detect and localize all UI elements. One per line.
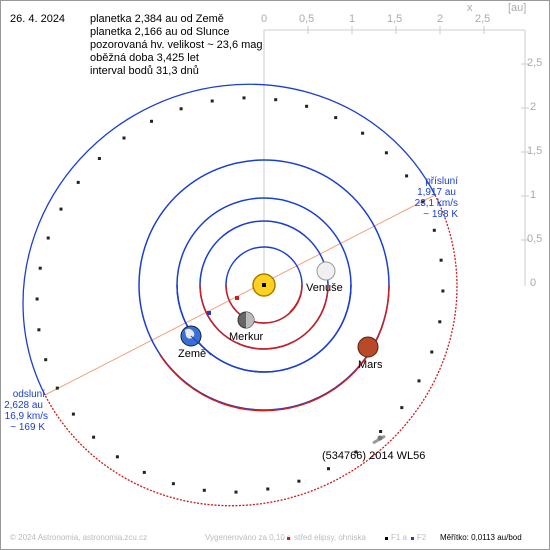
axis-unit: [au] [508,2,527,14]
orbit-point [354,450,358,454]
mercury-orbit-below [225,284,303,324]
aphelion-title: odsluní [12,389,45,400]
y-tick-2-5: 2,5 [527,57,543,69]
orbit-point [55,386,59,390]
info-period: oběžná doba 3,425 let [90,52,199,64]
aphelion-temp: ~ 169 K [10,422,45,433]
perihelion-title: přísluní [425,176,458,187]
orbit-point [142,470,146,474]
orbit-point [417,379,421,383]
y-tick-0: 0 [530,277,537,289]
orbit-point [305,104,309,108]
asteroid-orbit-below [44,194,458,507]
x-tick-2: 2 [437,13,444,25]
aphelion-speed: 16,9 km/s [4,411,48,422]
apsis-line [44,194,436,396]
aphelion-distance: 2,628 au [4,400,43,411]
x-tick-1: 1 [349,13,356,25]
info-magnitude: pozorovaná hv. velikost ~ 23,6 mag [90,39,263,51]
y-tick-1: 1 [530,189,537,201]
orbit-point [430,350,434,354]
focus-f2-marker [207,311,211,315]
orbit-point [122,136,126,140]
orbit-point [76,180,80,184]
mars-label: Mars [358,359,383,371]
perihelion-speed: 23,1 km/s [414,198,458,209]
info-interval: interval bodů 31,3 dnů [90,65,199,77]
footer-copyright: © 2024 Astronomia, astronomia.zcu.cz [10,533,148,542]
x-tick-0: 0 [261,13,268,25]
orbit-point [297,479,301,483]
footer-f1-label: F1 a [391,533,408,542]
orbit-point [327,467,330,471]
orbit-point [379,430,383,433]
orbit-point [432,228,436,232]
mercury-label: Merkur [229,331,264,343]
earth-orbit-lower [176,284,352,373]
orbit-point [384,151,388,155]
footer-generated: Vygenerováno za 0,10 s [205,533,291,542]
orbit-point [210,99,214,103]
orbit-point [115,455,119,459]
orbit-point [37,328,41,332]
orbit-point [92,435,96,439]
orbit-point [202,488,206,492]
orbit-point [35,297,39,301]
mars-orbit-below [159,284,390,412]
y-tick-2: 2 [530,101,537,113]
sun-focus-marker [262,283,266,287]
asteroid-position-points [35,96,445,494]
earth-label: Země [178,348,207,360]
orbit-point [400,406,404,410]
orbit-point [439,258,443,262]
mars-icon [357,336,379,358]
x-tick-2-5: 2,5 [475,13,491,25]
orbit-point [44,358,48,362]
orbit-point [150,119,153,123]
orbit-point [274,98,278,102]
date-label: 26. 4. 2024 [10,13,66,25]
venus-orbit-below [199,284,329,350]
footer-f2-label: F2 [417,533,427,542]
orbit-point [59,207,63,211]
perihelion-temp: ~ 198 K [423,209,458,220]
footer-center-label: střed elipsy, ohniska [294,533,366,542]
x-tick-1-5: 1,5 [387,13,403,25]
orbit-point [405,174,409,178]
legend-center-marker [287,537,290,540]
orbit-point [334,116,338,120]
ellipse-center-marker [235,296,239,300]
orbit-point [441,289,445,293]
footer-scale: Měřítko: 0,0113 au/bod [440,533,522,542]
legend-f2-marker [411,537,414,540]
asteroid-icon [372,434,386,445]
orbit-point [438,320,442,324]
orbit-point [71,412,75,416]
orbit-point [46,236,50,240]
info-sun-distance: planetka 2,166 au od Slunce [90,26,230,38]
asteroid-orbit-above [22,83,436,396]
x-axis-name: x [467,2,473,14]
perihelion-distance: 1,917 au [417,187,456,198]
orbit-point [361,131,365,135]
orbit-point [266,487,270,491]
y-tick-1-5: 1,5 [527,145,543,157]
orbit-point [421,200,425,204]
orbit-point [242,96,246,100]
venus-label: Venuše [306,282,343,294]
asteroid-label: (534766) 2014 WL56 [322,450,426,462]
y-tick-0-5: 0,5 [527,233,543,245]
legend-f1-marker [385,537,388,540]
orbit-point [97,157,101,160]
orbit-point [171,482,175,486]
orbit-point [38,266,42,270]
orbit-point [179,107,183,111]
venus-icon [316,261,336,281]
info-earth-distance: planetka 2,384 au od Země [90,13,224,25]
x-tick-0-5: 0,5 [299,13,315,25]
orbit-point [234,490,238,494]
